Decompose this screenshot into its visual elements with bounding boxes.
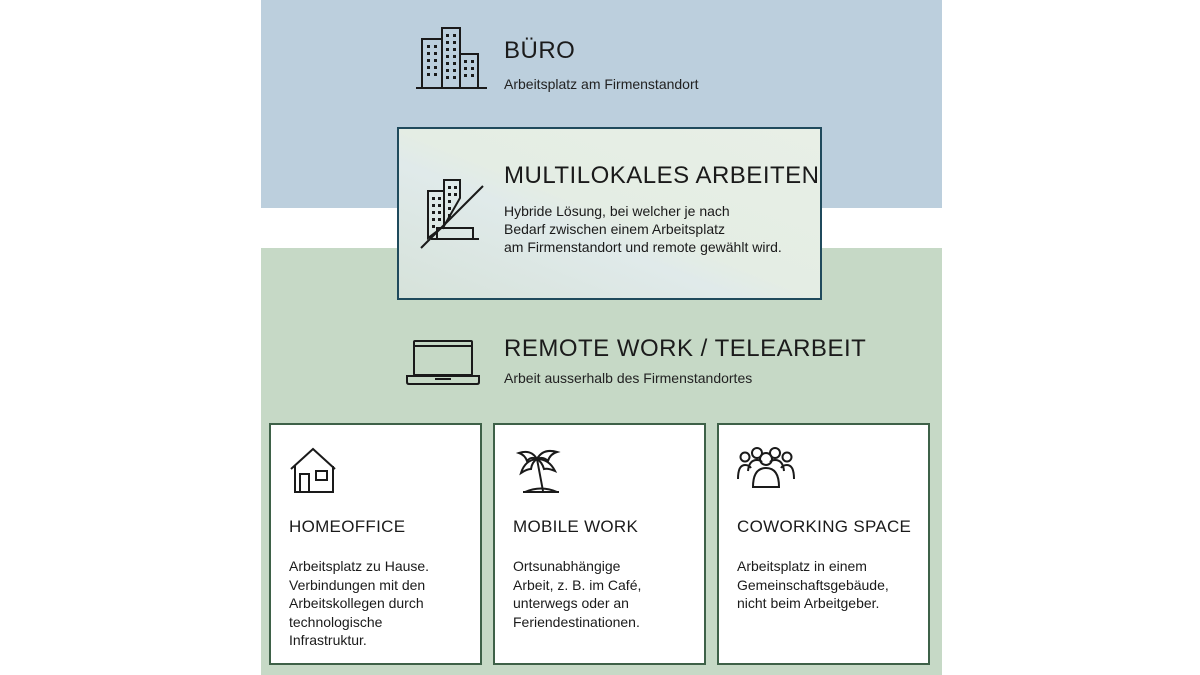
card-line: Infrastruktur. — [289, 632, 367, 648]
card-line: Arbeit, z. B. im Café, — [513, 576, 642, 593]
card-line: nicht beim Arbeitgeber. — [737, 595, 880, 611]
card-description: Arbeitsplatz in einem Gemeinschaftsgebäu… — [737, 557, 889, 613]
card-line: unterwegs oder an — [513, 595, 629, 611]
card-line: Verbindungen mit den — [289, 576, 426, 593]
card-line: technologische — [289, 613, 383, 630]
people-group-icon — [737, 445, 795, 495]
hybrid-description: Hybride Lösung, bei welcher je nach Beda… — [504, 202, 782, 256]
hybrid-title: MULTILOKALES ARBEITEN — [504, 162, 820, 189]
office-title: BÜRO — [504, 37, 576, 64]
card-homeoffice: HOMEOFFICE Arbeitsplatz zu Hause. Verbin… — [269, 423, 482, 665]
card-line: Arbeitsplatz in einem — [737, 558, 867, 574]
card-description: Arbeitsplatz zu Hause. Verbindungen mit … — [289, 557, 429, 650]
buildings-laptop-split-icon — [419, 178, 485, 250]
house-icon — [289, 445, 339, 495]
card-line: Ortsunabhängige — [513, 558, 621, 574]
hybrid-line: Hybride Lösung, bei welcher je nach — [504, 203, 730, 219]
laptop-icon — [405, 338, 481, 386]
card-title: MOBILE WORK — [513, 517, 639, 536]
remote-title: REMOTE WORK / TELEARBEIT — [504, 335, 867, 362]
hybrid-line: Bedarf zwischen einem Arbeitsplatz — [504, 221, 725, 237]
office-subtitle: Arbeitsplatz am Firmenstandort — [504, 76, 699, 92]
card-title: HOMEOFFICE — [289, 517, 406, 536]
card-description: Ortsunabhängige Arbeit, z. B. im Café, u… — [513, 557, 641, 631]
card-title: COWORKING SPACE — [737, 517, 912, 536]
card-line: Gemeinschaftsgebäude, — [737, 576, 889, 593]
hybrid-box: MULTILOKALES ARBEITEN Hybride Lösung, be… — [397, 127, 822, 300]
office-buildings-icon — [415, 25, 491, 91]
card-line: Feriendestinationen. — [513, 613, 640, 630]
card-mobile-work: MOBILE WORK Ortsunabhängige Arbeit, z. B… — [493, 423, 706, 665]
card-coworking-space: COWORKING SPACE Arbeitsplatz in einem Ge… — [717, 423, 930, 665]
hybrid-line: am Firmenstandort und remote gewählt wir… — [504, 239, 782, 255]
card-line: Arbeitsplatz zu Hause. — [289, 558, 430, 574]
remote-subtitle: Arbeit ausserhalb des Firmenstandortes — [504, 370, 753, 386]
palm-tree-icon — [513, 445, 563, 495]
card-line: Arbeitskollegen durch — [289, 595, 424, 611]
